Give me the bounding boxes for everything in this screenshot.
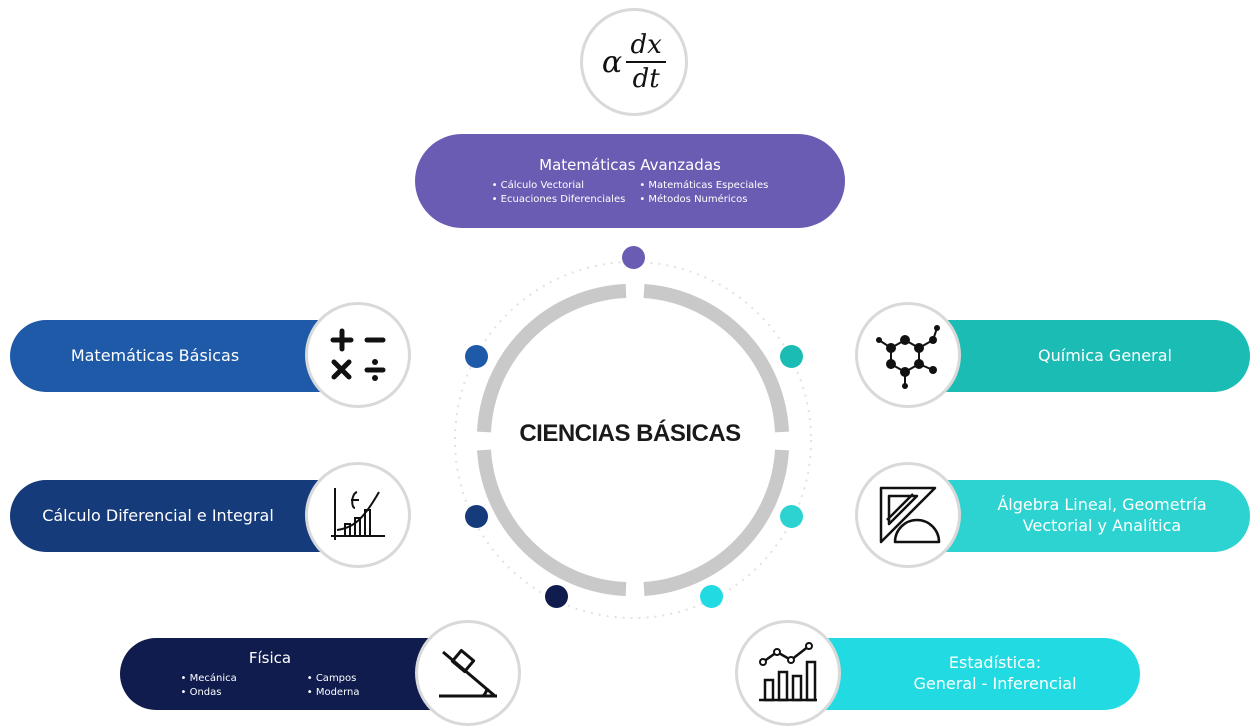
chemistry-pill[interactable]: Química General [930,320,1250,392]
inclined-plane-icon [415,620,521,726]
bullet-item: Ecuaciones Diferenciales [492,193,626,207]
linear-algebra-pill[interactable]: Álgebra Lineal, Geometría Vectorial y An… [930,480,1250,552]
bullet-item: Métodos Numéricos [639,193,768,207]
dot-left-lower [545,585,568,608]
dot-right-upper [780,345,803,368]
function-graph-icon [305,462,411,568]
physics-bullets: Mecánica Campos Ondas Moderna [181,672,360,699]
arithmetic-icon [305,302,411,408]
dot-left-upper [465,345,488,368]
bullet-item: Matemáticas Especiales [639,179,768,193]
dot-right-lower [700,585,723,608]
bullet-item: Cálculo Vectorial [492,179,626,193]
dot-top [622,246,645,269]
center-title: CIENCIAS BÁSICAS [519,420,741,447]
bullet-item: Mecánica [181,672,237,686]
geometry-tools-icon [855,462,961,568]
bullet-item: Ondas [181,686,237,700]
dot-right-middle [780,505,803,528]
statistics-chart-icon [735,620,841,726]
statistics-title-line2: General - Inferencial [913,674,1077,693]
calculus-title: Cálculo Diferencial e Integral [42,505,274,525]
advanced-math-bullets: Cálculo Vectorial Matemáticas Especiales… [492,179,769,206]
statistics-title-line1: Estadística: [948,653,1042,673]
statistics-pill[interactable]: Estadística: General - Inferencial [820,638,1140,710]
calculus-pill[interactable]: Cálculo Diferencial e Integral [10,480,330,552]
alpha-symbol: α [601,44,623,80]
bullet-item: Moderna [307,686,360,700]
formula-denominator: dt [632,64,660,94]
chemistry-title: Química General [1038,345,1172,365]
derivative-icon: α dx dt [580,8,688,116]
basic-math-title: Matemáticas Básicas [70,345,240,365]
molecule-icon [855,302,961,408]
advanced-math-title: Matemáticas Avanzadas [539,155,721,174]
advanced-math-pill[interactable]: Matemáticas Avanzadas Cálculo Vectorial … [415,134,845,228]
bullet-item: Campos [307,672,360,686]
formula-numerator: dx [630,30,662,60]
dot-left-middle [465,505,488,528]
basic-math-pill[interactable]: Matemáticas Básicas [10,320,330,392]
linear-algebra-title-line1: Álgebra Lineal, Geometría [997,495,1207,515]
linear-algebra-title-line2: Vectorial y Analítica [1022,516,1182,535]
physics-title: Física [248,648,292,667]
physics-pill[interactable]: Física Mecánica Campos Ondas Moderna [120,638,440,710]
